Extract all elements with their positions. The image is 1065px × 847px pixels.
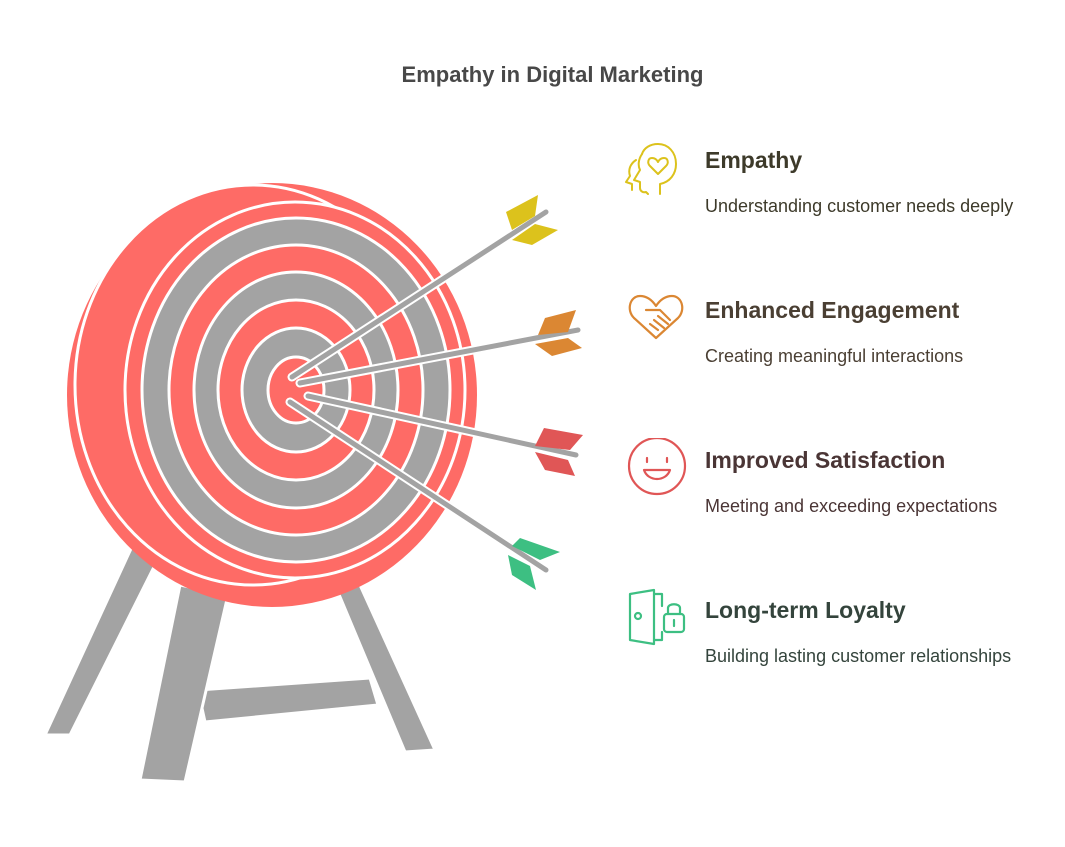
- easel-leg-left: [42, 537, 162, 737]
- easel-leg-front: [138, 583, 230, 784]
- handshake-heart-icon: [628, 294, 684, 340]
- arrow-orange: [295, 310, 583, 388]
- arrow-red: [303, 391, 583, 476]
- item-heading: Improved Satisfaction: [705, 447, 946, 473]
- arrow-yellow: [287, 195, 558, 382]
- item-description: Understanding customer needs deeply: [705, 196, 1014, 216]
- item-description: Meeting and exceeding expectations: [705, 496, 998, 516]
- item-description: Building lasting customer relationships: [705, 646, 1012, 666]
- easel-leg-back: [332, 583, 438, 754]
- item-long-term-loyalty: Long-term Loyalty Building lasting custo…: [620, 588, 1060, 708]
- item-enhanced-engagement: Enhanced Engagement Creating meaningful …: [620, 288, 1060, 408]
- item-empathy: Empathy Understanding customer needs dee…: [620, 138, 1060, 258]
- empathy-head-heart-icon: [625, 143, 677, 195]
- item-improved-satisfaction: Improved Satisfaction Meeting and exceed…: [620, 438, 1060, 558]
- archery-target-illustration: [42, 183, 583, 784]
- item-heading: Enhanced Engagement: [705, 297, 960, 323]
- smiley-face-icon: [627, 438, 687, 496]
- easel-crossbar: [196, 676, 380, 724]
- door-lock-icon: [628, 588, 686, 646]
- page-title: Empathy in Digital Marketing: [401, 62, 704, 87]
- item-heading: Empathy: [705, 147, 803, 173]
- arrow-green: [285, 397, 560, 590]
- item-heading: Long-term Loyalty: [705, 597, 906, 623]
- target-face: [73, 183, 467, 587]
- item-description: Creating meaningful interactions: [705, 346, 964, 366]
